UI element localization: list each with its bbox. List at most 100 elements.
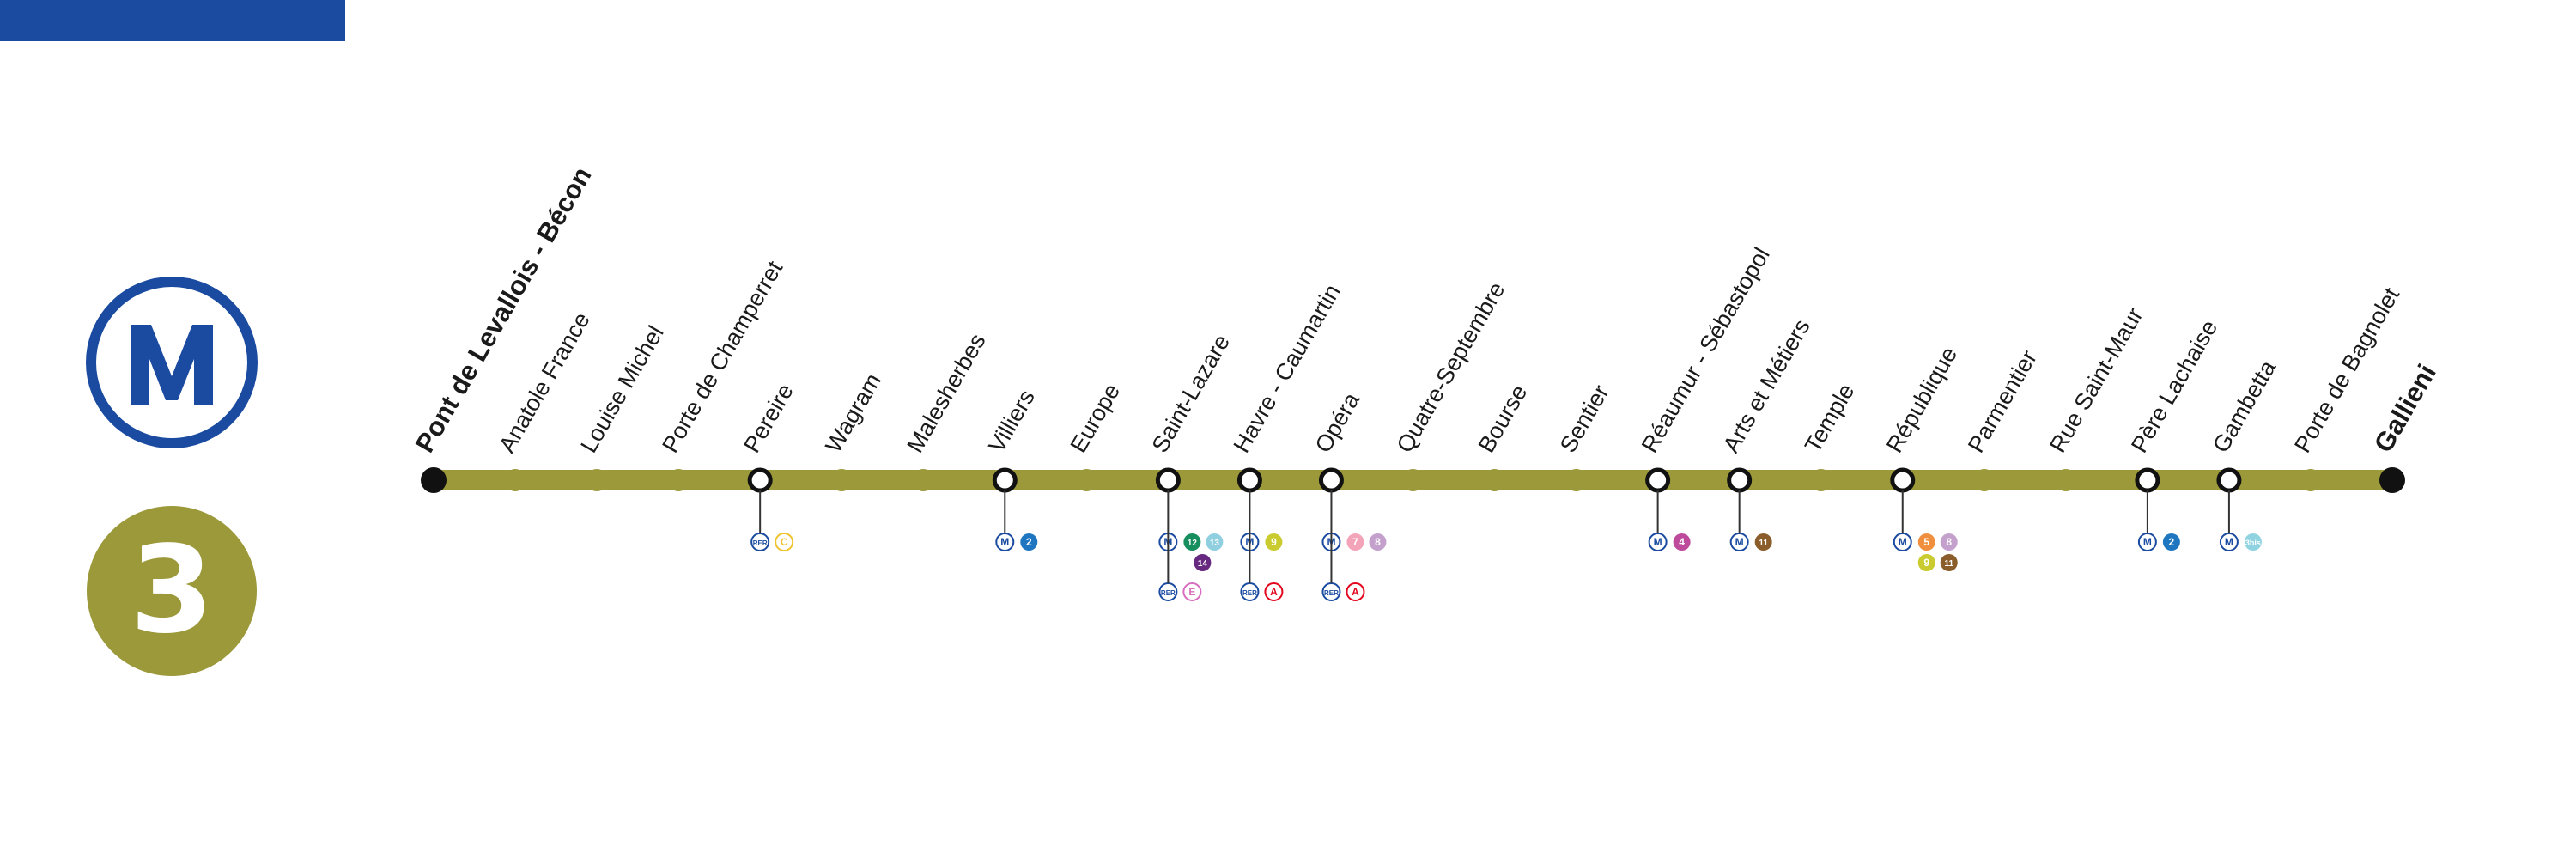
station-louise-michel: Louise Michel	[575, 321, 669, 491]
station-malesherbes: Malesherbes	[902, 329, 991, 491]
station-marker	[586, 469, 609, 491]
metro-line-badge	[1917, 533, 1935, 551]
station-name: Pont de Levallois - Bécon	[410, 161, 598, 457]
rer-line-badge	[1264, 582, 1284, 601]
station-name: Temple	[1800, 380, 1860, 457]
metro-network-label: M	[2143, 536, 2152, 548]
metro-line-label: 11	[1759, 539, 1768, 548]
metro-line-badge	[1673, 533, 1691, 551]
station-name: Sentier	[1555, 381, 1614, 457]
station-porte-de-bagnolet: Porte de Bagnolet	[2289, 283, 2404, 491]
interchange-marker	[1155, 467, 1181, 493]
metro-network-label: M	[2225, 536, 2233, 548]
station-marker	[2299, 469, 2322, 491]
rer-network-label: RER	[753, 539, 768, 547]
interchange-marker	[1645, 467, 1671, 493]
station-marker	[912, 469, 935, 491]
interchange-marker	[2135, 467, 2160, 493]
metro-network-label: M	[1899, 536, 1907, 548]
terminus-marker	[2379, 467, 2405, 493]
metro-line-label: 14	[1198, 559, 1208, 569]
metro-network-label: M	[1654, 536, 1662, 548]
metro-m-glyph	[131, 325, 213, 405]
station-marker	[1809, 469, 1832, 491]
metro-line-badge	[1940, 533, 1958, 551]
station-name: Europe	[1066, 380, 1126, 457]
station-name: Père Lachaise	[2126, 316, 2222, 457]
station-name: Arts et Métiers	[1718, 314, 1815, 457]
station-opera: OpéraM78RERA	[1310, 387, 1387, 601]
station-saint-lazare: Saint-LazareM121314RERE	[1147, 330, 1236, 601]
metro-network-label: M	[1000, 536, 1009, 548]
metro-line-label: 7	[1352, 536, 1358, 548]
station-porte-de-champerret: Porte de Champerret	[657, 256, 788, 491]
station-rue-saint-maur: Rue Saint-Maur	[2044, 303, 2148, 491]
station-name: Gallieni	[2368, 359, 2442, 457]
interchange-marker	[992, 467, 1018, 493]
metro-line-label: 2	[1026, 536, 1032, 548]
station-marker	[1972, 469, 1996, 491]
metro-network-label: M	[1735, 536, 1744, 548]
station-marker	[2054, 469, 2077, 491]
rer-line-label: C	[781, 536, 788, 548]
station-name: Malesherbes	[902, 329, 990, 457]
station-parmentier: Parmentier	[1963, 346, 2042, 491]
metro-line-label: 2	[2169, 536, 2175, 548]
rer-line-badge	[1346, 582, 1365, 601]
metro-line-badge	[1194, 554, 1212, 571]
rer-line-label: E	[1188, 586, 1195, 598]
metro-line-label: 8	[1375, 536, 1381, 548]
interchange-marker	[1236, 467, 1262, 493]
metro-line-badge	[1369, 533, 1387, 551]
rer-line-badge	[775, 533, 794, 551]
station-marker	[1401, 469, 1425, 491]
metro-line-label: 5	[1923, 536, 1929, 548]
terminus-marker	[421, 467, 447, 493]
station-name: Gambetta	[2208, 355, 2281, 457]
rer-line-badge	[1182, 582, 1202, 601]
metro-line-label: 13	[1210, 539, 1220, 548]
station-name: Parmentier	[1963, 346, 2042, 457]
metro-line-badge	[1206, 533, 1224, 551]
interchange-marker	[1318, 467, 1344, 493]
station-name: République	[1881, 343, 1962, 457]
station-name: Villiers	[984, 386, 1040, 457]
line-number-text: 3	[130, 521, 214, 661]
metro-line-badge	[1917, 554, 1935, 571]
station-name: Opéra	[1310, 387, 1365, 457]
metro-line-badge	[2162, 533, 2180, 551]
metro-line-badge	[1754, 533, 1772, 551]
station-marker	[1483, 469, 1506, 491]
metro-line-label: 9	[1271, 536, 1277, 548]
station-marker	[1075, 469, 1098, 491]
station-name: Anatole France	[494, 308, 595, 457]
metro-line-badge	[1940, 554, 1958, 571]
station-name: Saint-Lazare	[1147, 330, 1236, 457]
line-number-badge: 3	[87, 506, 257, 676]
station-name: Louise Michel	[575, 321, 669, 457]
metro-line-label: 11	[1944, 559, 1953, 569]
station-marker	[667, 469, 690, 491]
metro-line-badge	[1346, 533, 1364, 551]
rer-line-label: A	[1270, 586, 1278, 598]
interchange-marker	[2216, 467, 2242, 493]
metro-line-label: 3bis	[2245, 539, 2261, 547]
metro-line-label: 12	[1188, 539, 1198, 548]
metro-line-badge	[1020, 533, 1038, 551]
metro-line-badge	[1183, 533, 1201, 551]
rer-line-label: A	[1352, 586, 1359, 598]
station-anatole-france: Anatole France	[494, 308, 595, 491]
station-name: Bourse	[1473, 381, 1533, 457]
station-marker	[1564, 469, 1588, 491]
rer-network-label: RER	[1242, 589, 1257, 597]
interchange-marker	[1727, 467, 1753, 493]
rer-network-label: RER	[1161, 589, 1176, 597]
metro-line-badge	[2244, 533, 2262, 551]
